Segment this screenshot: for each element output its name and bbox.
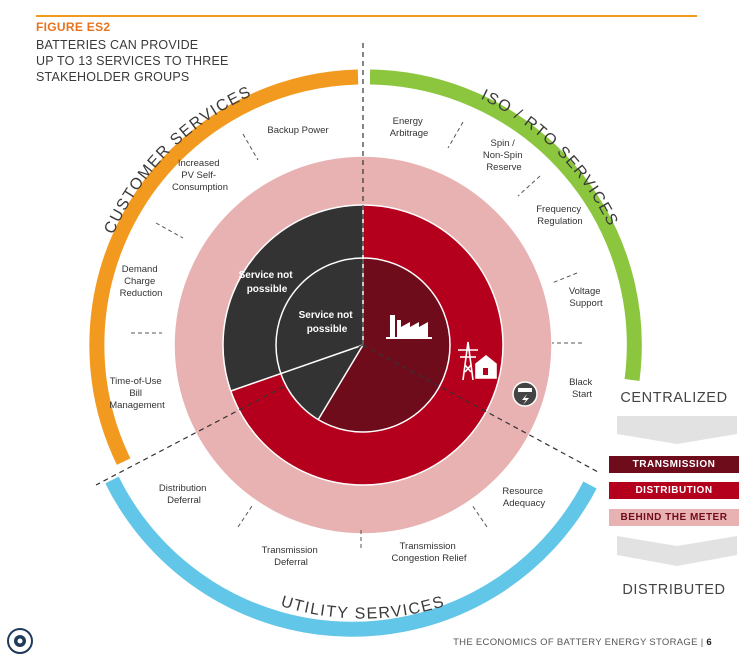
service-label-transmission-congestion-relief: Transmission Congestion Relief [392, 541, 467, 564]
service-label-black-start: Black Start [569, 377, 595, 400]
service-label-voltage-support: Voltage Support [569, 286, 603, 309]
service-label-distribution-deferral: Distribution Deferral [159, 483, 209, 506]
service-label-resource-adequacy: Resource Adequacy [502, 486, 545, 509]
figure-title: BATTERIES CAN PROVIDE UP TO 13 SERVICES … [36, 37, 229, 85]
service-label-transmission-deferral: Transmission Deferral [262, 545, 321, 568]
customer-services-arc [89, 69, 359, 465]
service-label-time-of-use: Time-of-Use Bill Management [109, 376, 165, 411]
legend-top-arrow [617, 416, 737, 444]
electric-meter-icon [512, 381, 538, 407]
figure-title-line: UP TO 13 SERVICES TO THREE [36, 54, 229, 68]
not-possible-outer-label: Service not possible [239, 270, 296, 295]
service-label-pv-self-consumption: Increased PV Self- Consumption [172, 158, 228, 193]
institute-logo [7, 628, 33, 654]
utility-services-arc [105, 476, 597, 637]
legend-transmission: TRANSMISSION [609, 456, 739, 473]
legend-bottom-arrow [617, 536, 737, 566]
figure-title-line: STAKEHOLDER GROUPS [36, 70, 190, 84]
footer-separator: | [700, 637, 707, 648]
footer-text: THE ECONOMICS OF BATTERY ENERGY STORAGE [453, 637, 698, 648]
power-plant-icon [386, 315, 432, 339]
figure-label: FIGURE ES2 [36, 20, 111, 34]
transmission-segment [318, 258, 450, 432]
page-footer: THE ECONOMICS OF BATTERY ENERGY STORAGE … [453, 637, 712, 648]
service-label-energy-arbitrage: Energy Arbitrage [390, 116, 429, 139]
service-label-frequency-regulation: Frequency Regulation [536, 204, 584, 227]
legend-distributed: DISTRIBUTED [622, 582, 726, 598]
service-label-demand-charge-reduction: Demand Charge Reduction [120, 264, 163, 299]
service-label-spin-reserve: Spin / Non-Spin Reserve [483, 138, 525, 173]
service-label-backup-power: Backup Power [267, 125, 328, 136]
legend-distribution: DISTRIBUTION [609, 482, 739, 499]
not-possible-inner-label: Service not possible [299, 310, 356, 335]
tower-house-icon [458, 341, 497, 381]
legend-behind-the-meter: BEHIND THE METER [609, 509, 739, 526]
page-number: 6 [706, 637, 712, 648]
header-rule [36, 15, 697, 17]
segment-divider [230, 344, 364, 392]
figure-title-line: BATTERIES CAN PROVIDE [36, 38, 199, 52]
legend-centralized: CENTRALIZED [620, 390, 728, 406]
service-separators [131, 121, 582, 548]
iso-rto-services-arc [369, 69, 642, 381]
segment-divider [317, 344, 364, 420]
